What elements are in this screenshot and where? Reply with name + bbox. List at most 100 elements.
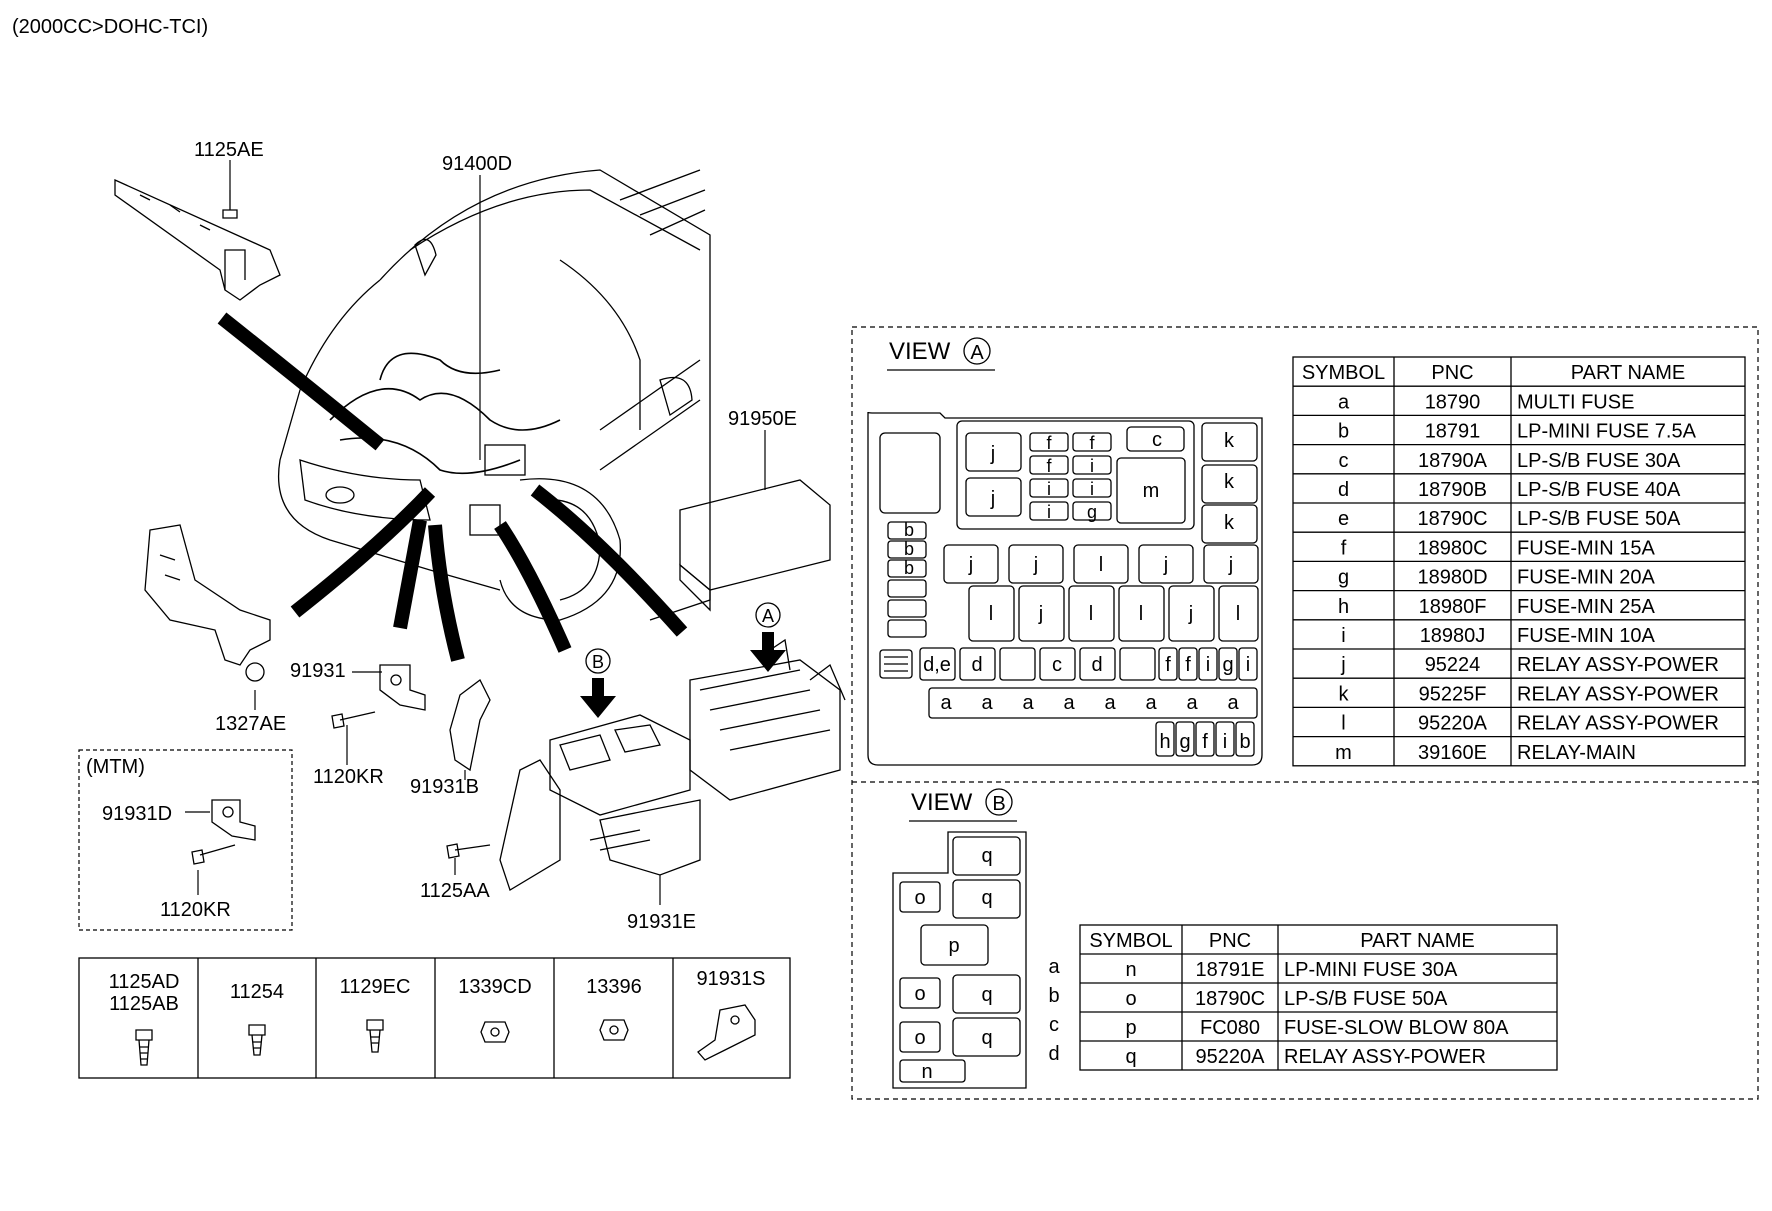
fuse-slot-label: f — [1165, 654, 1171, 676]
fuse-slot-label: d,e — [923, 654, 951, 676]
fuse-slot-label: l — [1236, 603, 1240, 625]
svg-text:13396: 13396 — [586, 976, 642, 998]
fuse-slot-label: i — [1223, 731, 1227, 753]
table-cell-symbol: a — [1338, 391, 1350, 413]
fuse-slot-label: a — [1145, 692, 1157, 714]
table-cell-symbol: e — [1338, 508, 1349, 530]
table-cell-symbol: i — [1341, 625, 1345, 647]
table-cell-pnc: 95220A — [1196, 1046, 1266, 1068]
table-cell-symbol: f — [1341, 537, 1347, 559]
bolt-icon — [248, 1024, 266, 1056]
fuse-slot-label: d — [1091, 654, 1102, 676]
fuse-slot-label: j — [990, 443, 995, 465]
view-b-heading: VIEW B — [909, 788, 1017, 822]
bracket-icon — [697, 1004, 756, 1061]
callout-labels: 1125AE 91400D 91950E 91931 1327AE 1120KR… — [194, 139, 797, 933]
table-cell-pnc: 18790A — [1418, 450, 1488, 472]
fuse-slot-label: k — [1224, 512, 1235, 534]
view-b-fusebox — [892, 831, 1027, 1089]
fuse-slot-label: l — [1099, 554, 1103, 576]
fuse-slot-label: f — [1046, 456, 1052, 476]
table-cell-pnc: 18790B — [1418, 479, 1487, 501]
fuse-slot-label: b — [1239, 731, 1250, 753]
table-cell-part-name: LP-S/B FUSE 50A — [1517, 508, 1681, 530]
bolt-icon — [135, 1029, 153, 1066]
fuse-slot-label: c — [1052, 654, 1062, 676]
fuse-slot-label: f — [1202, 731, 1208, 753]
harness-illustration — [114, 169, 846, 891]
hardware-cell: 13396 — [586, 976, 642, 1041]
table-cell-pnc: 39160E — [1418, 742, 1487, 764]
fuse-slot-label: j — [1163, 554, 1168, 576]
fuse-slot-label: q — [981, 887, 992, 909]
svg-text:B: B — [992, 793, 1005, 815]
table-cell-symbol: n — [1125, 959, 1136, 981]
table-cell-pnc: 95220A — [1418, 713, 1488, 735]
callout-91950E: 91950E — [728, 408, 797, 430]
table-side-letter: a — [1048, 956, 1060, 978]
table-cell-pnc: 18790C — [1417, 508, 1487, 530]
fuse-slot-label: b — [904, 558, 914, 578]
table-cell-part-name: FUSE-MIN 20A — [1517, 567, 1655, 589]
table-cell-pnc: 18790 — [1425, 391, 1481, 413]
callout-91931E: 91931E — [627, 911, 696, 933]
fuse-slot-label: o — [914, 887, 925, 909]
fuse-slot-label: a — [1022, 692, 1034, 714]
table-cell-pnc: 18791E — [1196, 959, 1265, 981]
table-cell-symbol: c — [1339, 450, 1349, 472]
hardware-cell: 1339CD — [458, 976, 532, 1043]
mtm-label: (MTM) — [86, 756, 145, 778]
table-cell-part-name: LP-S/B FUSE 40A — [1517, 479, 1681, 501]
fuse-slot-label: l — [1139, 603, 1143, 625]
table-cell-pnc: 18791 — [1425, 421, 1481, 443]
fuse-slot-label: h — [1159, 731, 1170, 753]
callout-1120KR-mtm: 1120KR — [160, 899, 231, 921]
hardware-cell: 1129EC — [340, 976, 410, 1053]
table-cell-pnc: 18790C — [1195, 988, 1265, 1010]
fuse-slot-label: a — [940, 692, 952, 714]
table-header-part-name: PART NAME — [1571, 362, 1685, 384]
svg-text:1339CD: 1339CD — [458, 976, 531, 998]
callout-91931B: 91931B — [410, 776, 479, 798]
table-cell-part-name: FUSE-MIN 15A — [1517, 537, 1655, 559]
fuse-slot-label: b — [904, 539, 914, 559]
table-header-pnc: PNC — [1209, 930, 1251, 952]
fuse-slot-label: d — [971, 654, 982, 676]
view-arrow-a: A — [750, 602, 786, 672]
svg-text:B: B — [592, 652, 604, 672]
harness-leader-bands — [217, 312, 688, 662]
svg-text:A: A — [762, 606, 774, 626]
fuse-slot-label: l — [1089, 603, 1093, 625]
fuse-slot-label: g — [1222, 654, 1233, 676]
table-cell-part-name: FUSE-SLOW BLOW 80A — [1284, 1017, 1509, 1039]
nut-icon — [480, 1021, 510, 1043]
fuse-slot-label: j — [990, 488, 995, 510]
fuse-slot-label: q — [981, 984, 992, 1006]
fuse-slot-label: j — [1038, 603, 1043, 625]
table-cell-symbol: p — [1125, 1017, 1136, 1039]
svg-text:VIEW: VIEW — [889, 338, 951, 365]
fuse-slot-label: k — [1224, 430, 1235, 452]
callout-91931D: 91931D — [102, 803, 172, 825]
fuse-slot-label: f — [1089, 433, 1095, 453]
table-cell-pnc: 18980D — [1417, 567, 1487, 589]
table-cell-pnc: 95224 — [1425, 654, 1481, 676]
table-cell-symbol: h — [1338, 596, 1349, 618]
view-a-heading: VIEW A — [887, 337, 995, 371]
table-side-letter: d — [1048, 1043, 1059, 1065]
fuse-slot-label: a — [1186, 692, 1198, 714]
mtm-box: (MTM) 91931D 1120KR — [78, 749, 293, 931]
callout-leaders — [185, 160, 766, 905]
svg-text:1125AB: 1125AB — [109, 993, 179, 1015]
fuse-slot-label: j — [1033, 554, 1038, 576]
table-cell-symbol: o — [1125, 988, 1136, 1010]
fuse-slot-label: i — [1047, 479, 1051, 499]
table-cell-part-name: MULTI FUSE — [1517, 391, 1634, 413]
bolt-icon — [366, 1019, 384, 1053]
table-cell-part-name: RELAY-MAIN — [1517, 742, 1636, 764]
fuse-slot-label: j — [1228, 554, 1233, 576]
table-cell-symbol: g — [1338, 567, 1349, 589]
fuse-slot-label: k — [1224, 471, 1235, 493]
